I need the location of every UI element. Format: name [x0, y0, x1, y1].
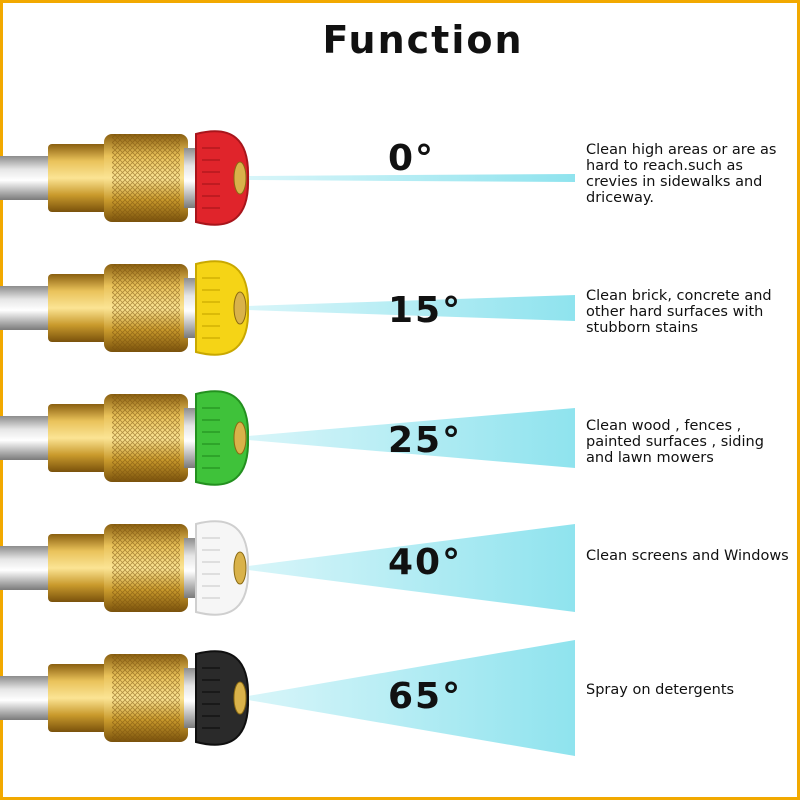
- nozzle-description: Clean high areas or are as hard to reach…: [586, 142, 777, 206]
- spray-cone: [248, 408, 575, 468]
- nozzle-icon: [0, 650, 250, 746]
- nozzle-icon: [0, 130, 250, 226]
- nozzle-description: Clean brick, concrete and other hard sur…: [586, 288, 772, 336]
- nozzle-row: 65° Spray on detergents: [0, 630, 800, 760]
- spray-cone: [248, 640, 575, 756]
- nozzle-row: 25° Clean wood , fences , painted surface…: [0, 370, 800, 500]
- nozzle-description: Spray on detergents: [586, 682, 735, 698]
- spray-angle-label: 0°: [388, 138, 436, 179]
- spray-angle-label: 25°: [388, 420, 463, 461]
- spray-cone: [248, 174, 575, 182]
- nozzle-row: 40° Clean screens and Windows: [0, 500, 800, 630]
- spray-angle-label: 40°: [388, 542, 463, 583]
- spray-cone: [248, 524, 575, 612]
- spray-shape: [248, 640, 575, 756]
- spray-shape: [248, 524, 575, 612]
- spray-angle-label: 65°: [388, 676, 463, 717]
- spray-shape: [248, 295, 575, 321]
- nozzle-icon: [0, 260, 250, 356]
- spray-angle-label: 15°: [388, 290, 463, 331]
- nozzle-row: 0° Clean high areas or are as hard to rea…: [0, 110, 800, 240]
- nozzle-description: Clean wood , fences , painted surfaces ,…: [586, 418, 764, 466]
- spray-shape: [248, 408, 575, 468]
- spray-shape: [248, 174, 575, 182]
- nozzle-icon: [0, 520, 250, 616]
- nozzle-icon: [0, 390, 250, 486]
- nozzle-description: Clean screens and Windows: [586, 548, 789, 564]
- spray-cone: [248, 295, 575, 321]
- page-title: Function: [322, 18, 524, 62]
- nozzle-row: 15° Clean brick, concrete and other hard …: [0, 240, 800, 370]
